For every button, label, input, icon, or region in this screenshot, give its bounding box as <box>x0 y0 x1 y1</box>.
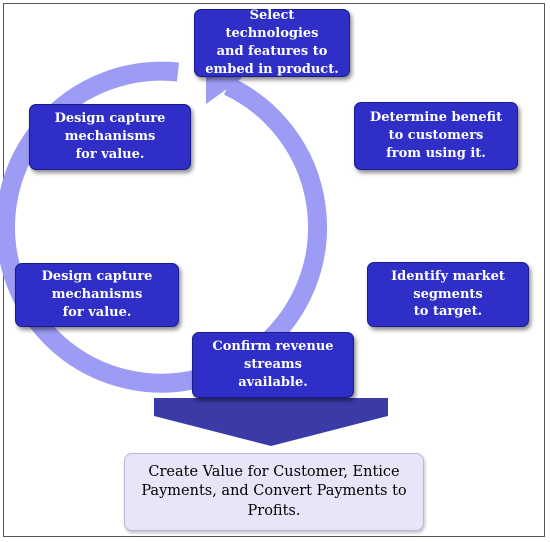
funnel-chevron <box>154 398 388 446</box>
result-text: Create Value for Customer, Entice Paymen… <box>141 463 407 519</box>
cycle-step-design-capture-upper: Design capture mechanisms for value. <box>29 104 191 170</box>
result-box: Create Value for Customer, Entice Paymen… <box>124 453 424 531</box>
cycle-step-determine-benefit: Determine benefit to customers from usin… <box>354 102 518 170</box>
cycle-step-design-capture-lower: Design capture mechanisms for value. <box>15 263 179 327</box>
cycle-step-select-technologies: Select technologies and features to embe… <box>194 8 350 77</box>
cycle-step-identify-segments: Identify market segments to target. <box>367 262 529 327</box>
cycle-step-confirm-revenue: Confirm revenue streams available. <box>192 332 354 398</box>
